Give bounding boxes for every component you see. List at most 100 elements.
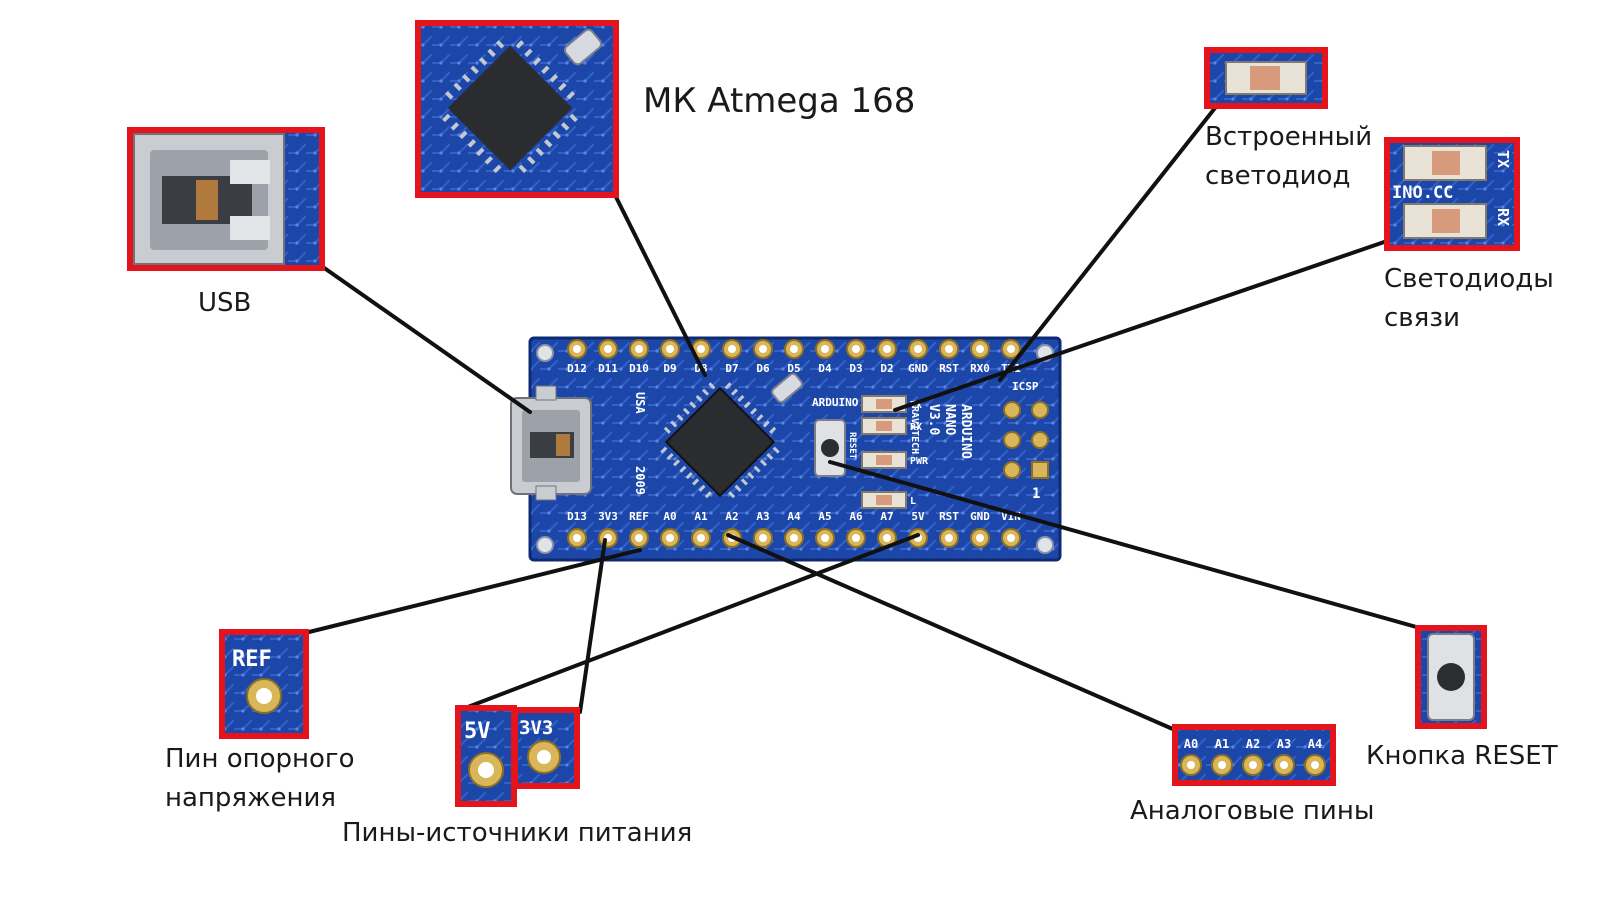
- bottom-pin-label-a4: A4: [787, 510, 801, 523]
- label-comm-leds-line1: Светодиоды: [1384, 264, 1554, 294]
- top-pin-label-d9: D9: [663, 362, 676, 375]
- top-pin-label-d2: D2: [880, 362, 893, 375]
- label-analog-pins: Аналоговые пины: [1130, 796, 1375, 826]
- led-label-pwr: PWR: [910, 456, 929, 467]
- zoom-3v3-frame: [512, 707, 580, 789]
- zoom-3v3: 3V3: [512, 707, 580, 789]
- bottom-pin-label-a6: A6: [849, 510, 863, 523]
- pin1-label: 1: [1032, 486, 1040, 502]
- top-pin-label-d10: D10: [629, 362, 649, 375]
- top-pin-label-d6: D6: [756, 362, 770, 375]
- zoom-mcu-frame: [415, 20, 619, 198]
- board-name-line2: NANO: [942, 404, 957, 435]
- zoom-analog-label-a3: A3: [1277, 737, 1291, 751]
- top-pin-label-rx0: RX0: [970, 362, 990, 375]
- icsp-label: ICSP: [1012, 380, 1039, 393]
- leader-3v3: [578, 538, 607, 714]
- label-comm-leds-line2: связи: [1384, 303, 1460, 333]
- mounting-holes: [536, 344, 1054, 554]
- label-aref-line2: напряжения: [165, 783, 337, 813]
- icsp-header: [1003, 401, 1049, 479]
- top-pin-label-d11: D11: [598, 362, 618, 375]
- label-builtin-led-line2: светодиод: [1205, 161, 1351, 191]
- zoom-usb-frame: [127, 127, 325, 271]
- bottom-pin-label-5v: 5V: [911, 510, 925, 523]
- label-usb: USB: [198, 288, 252, 318]
- led-pwr: [861, 451, 907, 469]
- onboard-leds: TX RX PWR L: [861, 395, 929, 509]
- zoom-comm-leds-frame: [1384, 137, 1520, 251]
- led-l: [861, 491, 907, 509]
- leader-5v: [458, 533, 920, 712]
- board-made-in: USA: [633, 392, 647, 414]
- label-mcu: МК Atmega 168: [643, 81, 916, 121]
- zoom-analog-label-a0: A0: [1184, 737, 1198, 751]
- zoom-builtin-led-frame: [1204, 47, 1328, 109]
- bottom-pin-label-a0: A0: [663, 510, 676, 523]
- board-name-line3: V3.0: [926, 404, 941, 435]
- leader-reset: [828, 460, 1422, 630]
- top-pin-label-d7: D7: [725, 362, 738, 375]
- reset-silk-label: RESET: [847, 432, 857, 460]
- zoom-reset: [1415, 625, 1487, 729]
- zoom-comm-rx: RX: [1494, 208, 1512, 226]
- zoom-mcu: [415, 20, 619, 198]
- zoom-analog-pins: A0 A1 A2 A3 A4: [1180, 737, 1326, 776]
- zoom-comm-leds: INO.CC TX RX: [1384, 137, 1520, 251]
- bottom-pin-label-rst: RST: [939, 510, 959, 523]
- bottom-pin-label-a3: A3: [756, 510, 769, 523]
- led-label-tx: TX: [910, 400, 922, 411]
- zoom-analog-label-a2: A2: [1246, 737, 1260, 751]
- bottom-pin-label-a5: A5: [818, 510, 831, 523]
- zoom-analog-label-a4: A4: [1308, 737, 1322, 751]
- zoom-aref: REF: [219, 629, 309, 739]
- led-label-l: L: [910, 496, 916, 507]
- zoom-comm-tx: TX: [1494, 150, 1512, 168]
- label-power-pins: Пины-источники питания: [342, 818, 693, 848]
- top-pin-label-d4: D4: [818, 362, 832, 375]
- label-aref-line1: Пин опорного: [165, 744, 355, 774]
- zoom-aref-frame: [219, 629, 309, 739]
- top-pin-label-rst: RST: [939, 362, 959, 375]
- bottom-pin-label-a7: A7: [880, 510, 893, 523]
- board-name-line1: ARDUINO: [958, 404, 973, 459]
- arduino-nano-board: D12D11D10D9D8D7D6D5D4D3D2GNDRSTRX0TX1 D1…: [510, 336, 1062, 562]
- leader-comm-leds: [893, 238, 1392, 412]
- leader-mcu: [613, 193, 707, 377]
- bottom-pin-label-a1: A1: [694, 510, 708, 523]
- usb-connector: [510, 385, 592, 501]
- mcu-chip: [660, 382, 780, 499]
- zoom-5v: 5V: [455, 705, 517, 807]
- bottom-pin-label-d13: D13: [567, 510, 587, 523]
- leader-usb: [318, 263, 532, 414]
- label-reset-button: Кнопка RESET: [1366, 741, 1558, 771]
- bottom-pin-label-a2: A2: [725, 510, 738, 523]
- zoom-usb: [127, 127, 325, 271]
- top-pin-label-gnd: GND: [908, 362, 928, 375]
- zoom-comm-brand: INO.CC: [1392, 183, 1453, 203]
- led-label-rx: RX: [910, 422, 922, 433]
- leader-analog: [726, 533, 1177, 732]
- zoom-analog-label-a1: A1: [1215, 737, 1229, 751]
- leader-lines: [303, 106, 1422, 732]
- zoom-reset-frame: [1415, 625, 1487, 729]
- led-rx: [861, 417, 907, 435]
- reset-button-onboard: RESET: [814, 419, 857, 477]
- top-pin-label-d3: D3: [849, 362, 862, 375]
- board-maker: GRAVITECH: [909, 400, 920, 454]
- leader-builtin-led: [998, 106, 1217, 382]
- zoom-builtin-led: [1204, 47, 1328, 109]
- zoom-analog-frame: [1172, 724, 1336, 786]
- crystal: [771, 372, 803, 404]
- top-pin-label-d5: D5: [787, 362, 800, 375]
- zoom-5v-text: 5V: [464, 719, 491, 744]
- bottom-pin-label-gnd: GND: [970, 510, 990, 523]
- board-year: 2009: [633, 466, 647, 495]
- label-builtin-led-line1: Встроенный: [1205, 122, 1373, 152]
- zoom-aref-text: REF: [232, 647, 272, 672]
- top-pin-label-d12: D12: [567, 362, 587, 375]
- zoom-3v3-text: 3V3: [519, 717, 553, 739]
- bottom-pin-label-3v3: 3V3: [598, 510, 618, 523]
- top-pin-row: D12D11D10D9D8D7D6D5D4D3D2GNDRSTRX0TX1: [567, 339, 1021, 375]
